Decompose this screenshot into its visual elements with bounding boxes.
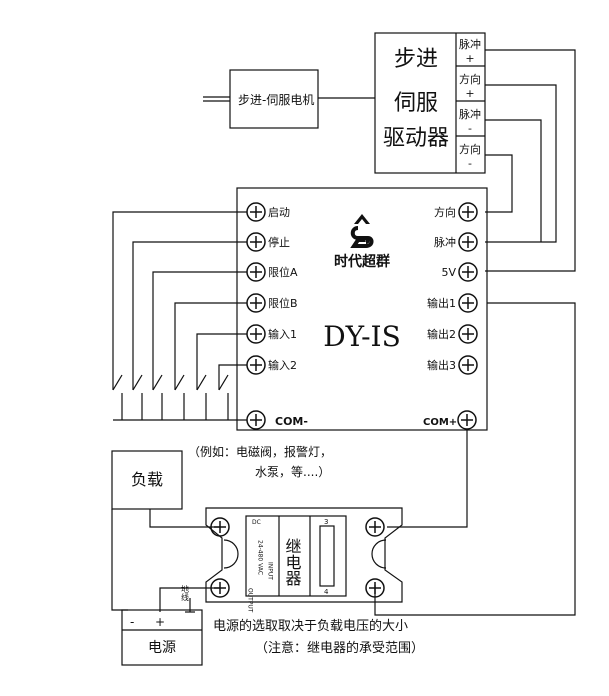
load-example-2: 水泵，等....） xyxy=(255,465,330,479)
relay-pin-b: 4 xyxy=(324,588,329,596)
terminal-left-6 xyxy=(246,355,266,375)
relay-terminal-1 xyxy=(210,517,230,537)
relay-side-3: INPUT xyxy=(267,562,274,580)
relay-inner xyxy=(245,515,347,597)
brand-name: 时代超群 xyxy=(334,253,390,270)
relay-side-1: DC xyxy=(252,519,261,526)
relay-pin-a: 3 xyxy=(324,518,328,526)
driver-title-1: 步进 xyxy=(394,47,438,72)
relay-label: 继电器 xyxy=(283,538,302,586)
right-terminal-label: 脉冲 xyxy=(434,235,456,249)
terminal-right-6 xyxy=(458,355,478,375)
driver-title-3: 驱动器 xyxy=(383,126,449,151)
wire-dir-plus xyxy=(485,84,557,243)
left-terminal-label: 启动 xyxy=(268,206,290,219)
driver-port-1-name: 脉冲 xyxy=(459,37,481,51)
terminal-right-3 xyxy=(458,262,478,282)
terminal-left-3 xyxy=(246,262,266,282)
terminal-com-minus xyxy=(246,410,266,430)
relay-side-2: 24-480 VAC xyxy=(257,540,264,575)
power-plus: + xyxy=(155,615,165,629)
terminal-right-1 xyxy=(458,202,478,222)
relay-body xyxy=(205,507,403,603)
left-terminal-label: 输入2 xyxy=(268,358,297,372)
driver-port-2-name: 方向 xyxy=(459,72,481,86)
terminal-left-5 xyxy=(246,324,266,344)
power-box xyxy=(121,609,203,666)
terminal-left-1 xyxy=(246,202,266,222)
terminal-com-plus xyxy=(457,410,477,430)
relay-terminal-3 xyxy=(365,517,385,537)
controller-box xyxy=(236,187,488,431)
driver-title-2: 伺服 xyxy=(394,91,438,116)
left-terminal-label: 停止 xyxy=(268,235,290,249)
power-note-2: （注意：继电器的承受范围） xyxy=(255,640,424,656)
driver-port-2-sign: + xyxy=(465,87,474,100)
motor-label: 步进-伺服电机 xyxy=(238,93,314,107)
relay-terminal-2 xyxy=(210,578,230,598)
controller-model: DY-IS xyxy=(323,320,401,353)
right-terminal-label: 输出1 xyxy=(427,296,456,310)
ground-label: 地线 xyxy=(181,584,190,601)
relay-element xyxy=(319,525,335,587)
load-box xyxy=(111,450,183,510)
wire-dir-minus xyxy=(485,154,513,213)
load-label: 负载 xyxy=(131,470,163,489)
driver-port-4-name: 方向 xyxy=(459,142,481,156)
power-note-1: 电源的选取取决于负载电压的大小 xyxy=(213,618,408,634)
terminal-right-2 xyxy=(458,232,478,252)
terminal-left-2 xyxy=(246,232,266,252)
power-minus: - xyxy=(130,615,134,629)
driver-box xyxy=(374,32,486,174)
com-minus-label: COM- xyxy=(275,415,308,428)
motor-box xyxy=(229,69,319,129)
right-terminal-label: 输出3 xyxy=(427,358,456,372)
wire-pulse-plus xyxy=(485,49,576,272)
left-terminal-label: 限位B xyxy=(268,296,298,310)
terminal-right-4 xyxy=(458,293,478,313)
power-label: 电源 xyxy=(148,640,176,656)
com-plus-label: COM+ xyxy=(423,417,457,428)
load-example-1: （例如：电磁阀，报警灯， xyxy=(188,444,332,459)
driver-port-1-sign: + xyxy=(465,52,474,65)
driver-port-4-sign: - xyxy=(468,157,472,170)
right-terminal-label: 5V xyxy=(441,266,456,279)
relay-side-4: OUTPUT xyxy=(247,588,254,613)
right-terminal-label: 输出2 xyxy=(427,327,456,341)
left-terminal-label: 限位A xyxy=(268,265,298,279)
driver-port-3-name: 脉冲 xyxy=(459,107,481,121)
driver-port-3-sign: - xyxy=(468,122,472,135)
left-terminal-label: 输入1 xyxy=(268,327,297,341)
right-terminal-label: 方向 xyxy=(434,205,456,219)
terminal-left-4 xyxy=(246,293,266,313)
relay-terminal-4 xyxy=(365,578,385,598)
terminal-right-5 xyxy=(458,324,478,344)
brand-logo-icon xyxy=(350,214,374,248)
